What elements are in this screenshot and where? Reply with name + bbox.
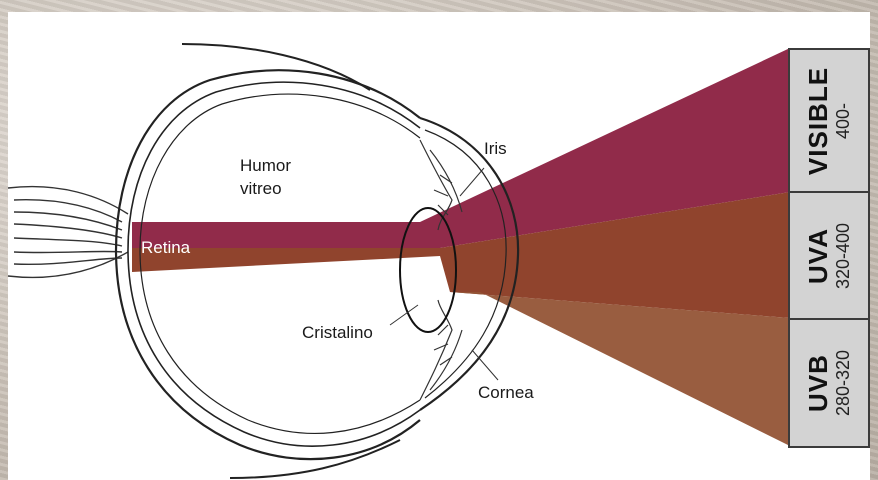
band-uvb-range: 280-320 [832, 350, 854, 416]
retina-label: Retina [141, 237, 190, 259]
band-uvb: UVB 280-320 [788, 318, 870, 448]
band-uvb-name: UVB [804, 350, 832, 416]
optic-nerve [8, 187, 128, 278]
uvb-light-beam [450, 292, 790, 446]
humor-label-line1: Humor [240, 155, 291, 177]
iris-label: Iris [484, 138, 507, 160]
band-uva-name: UVA [804, 222, 832, 288]
band-uva-range: 320-400 [832, 222, 854, 288]
humor-label-line2: vitreo [240, 178, 282, 200]
band-visible-name: VISIBLE [804, 66, 832, 174]
cristalino-label: Cristalino [302, 322, 373, 344]
band-uva: UVA 320-400 [788, 191, 870, 320]
band-visible: VISIBLE 400- [788, 48, 870, 193]
band-visible-range: 400- [832, 66, 854, 174]
cornea-label: Cornea [478, 382, 534, 404]
